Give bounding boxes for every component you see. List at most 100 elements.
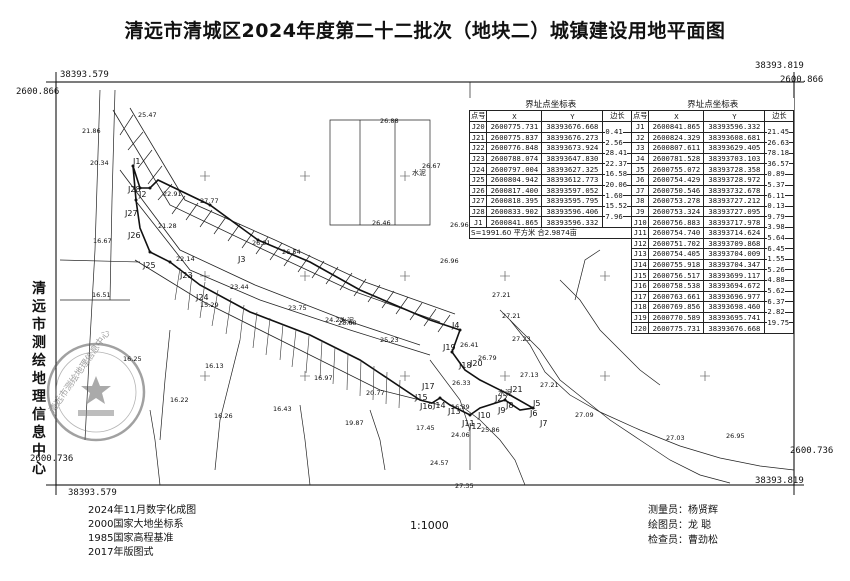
official-seal bbox=[46, 342, 146, 442]
elevation-label: 23.75 bbox=[288, 304, 307, 312]
edge-length: 0.41 bbox=[605, 127, 623, 136]
table-header: 点号 bbox=[630, 110, 650, 122]
edge-length-cell: 2.56 bbox=[602, 131, 633, 147]
elevation-label: 26.41 bbox=[460, 341, 479, 349]
elevation-label: 20.34 bbox=[90, 159, 109, 167]
edge-length: 78.18 bbox=[767, 148, 790, 158]
elevation-label: 26.88 bbox=[380, 117, 399, 125]
corner-left-x-bottom: 2600.736 bbox=[30, 454, 74, 464]
edge-length: 1.55 bbox=[767, 254, 785, 264]
y-coordinate-cell: 38393596.332 bbox=[541, 216, 604, 228]
edge-length-cell: 20.06 bbox=[602, 173, 633, 189]
x-coordinate-cell: 2600751.702 bbox=[648, 237, 705, 250]
edge-length-cell: 6.11 bbox=[764, 184, 795, 200]
table-header: Y bbox=[703, 110, 766, 122]
y-coordinate-cell: 38393647.830 bbox=[541, 152, 604, 165]
edge-length: 5.26 bbox=[767, 264, 785, 274]
x-coordinate-cell: 2600758.538 bbox=[648, 279, 705, 292]
elevation-label: 16.43 bbox=[273, 405, 292, 413]
edge-length-cell: 19.75 bbox=[764, 311, 795, 327]
elevation-label: 20.77 bbox=[366, 389, 385, 397]
edge-length-cell: 0.41 bbox=[602, 121, 633, 136]
elevation-label: 27.21 bbox=[492, 291, 511, 299]
y-coordinate-cell: 38393629.405 bbox=[703, 142, 766, 154]
edge-length: 16.58 bbox=[605, 169, 628, 179]
table-caption: 界址点坐标表 bbox=[525, 100, 577, 110]
table-header: 边长 bbox=[764, 110, 795, 122]
point-id-cell: J10 bbox=[630, 216, 650, 228]
elevation-label: 27.77 bbox=[200, 197, 219, 205]
edge-length: 0.13 bbox=[767, 201, 785, 211]
y-coordinate-cell: 38393704.009 bbox=[703, 248, 766, 260]
elevation-label: 23.44 bbox=[230, 283, 249, 291]
x-coordinate-cell: 2600755.918 bbox=[648, 258, 705, 271]
point-id-cell: J18 bbox=[630, 301, 650, 313]
elevation-label: 25.23 bbox=[380, 336, 399, 344]
y-coordinate-cell: 38393694.672 bbox=[703, 279, 766, 292]
edge-length: 2.82 bbox=[767, 307, 785, 317]
edge-length: 0.89 bbox=[767, 169, 785, 179]
edge-length-cell: 2.82 bbox=[764, 301, 795, 317]
point-id-cell: J8 bbox=[630, 195, 650, 207]
side-label: 清远市测绘地理信息中心 bbox=[32, 281, 46, 477]
hatch-strip bbox=[119, 114, 451, 333]
edge-length: 6.11 bbox=[767, 190, 785, 200]
elevation-label: 24.57 bbox=[430, 459, 449, 467]
elevation-label: 27.09 bbox=[575, 411, 594, 419]
edge-length: 2.56 bbox=[605, 137, 623, 147]
elevation-label: 26.46 bbox=[372, 219, 391, 227]
elevation-label: 21.86 bbox=[82, 127, 101, 135]
edge-length-cell: 0.89 bbox=[764, 163, 795, 179]
boundary-point-label: J21 bbox=[510, 385, 523, 394]
corner-top-left-y: 38393.579 bbox=[60, 70, 109, 80]
edge-length: 7.96 bbox=[605, 211, 623, 221]
edge-length-cell: 26.63 bbox=[764, 131, 795, 147]
elevation-label: 24.06 bbox=[451, 431, 470, 439]
x-coordinate-cell: 2600754.429 bbox=[648, 173, 705, 186]
edge-length: 26.63 bbox=[767, 137, 790, 147]
corner-top-right-y: 38393.819 bbox=[755, 61, 804, 71]
boundary-point-label: J26 bbox=[128, 231, 141, 240]
edge-length-cell: 28.41 bbox=[602, 142, 633, 158]
y-coordinate-cell: 38393608.681 bbox=[703, 131, 766, 144]
elevation-label: 27.21 bbox=[540, 381, 559, 389]
y-coordinate-cell: 38393676.668 bbox=[703, 322, 766, 334]
boundary-point-label: J11 bbox=[462, 419, 475, 428]
x-coordinate-cell: 2600750.546 bbox=[648, 184, 705, 197]
boundary-point-label: J6 bbox=[530, 409, 538, 418]
checker: 检查员：曹劲松 bbox=[648, 535, 718, 546]
elevation-label: 27.13 bbox=[520, 371, 539, 379]
point-id-cell: J16 bbox=[630, 279, 650, 292]
elevation-label: 26.33 bbox=[452, 379, 471, 387]
y-coordinate-cell: 38393612.773 bbox=[541, 173, 604, 186]
footer-date: 2024年11月数字化成图 bbox=[88, 505, 197, 516]
edge-length: 15.52 bbox=[605, 201, 628, 211]
boundary-points bbox=[131, 164, 535, 417]
footer-elevation-datum: 1985国家高程基准 bbox=[88, 533, 174, 544]
boundary-point-label: J13 bbox=[448, 407, 461, 416]
y-coordinate-cell: 38393727.095 bbox=[703, 205, 766, 218]
boundary-point-label: J27 bbox=[125, 209, 138, 218]
elevation-label: 19.87 bbox=[345, 419, 364, 427]
y-coordinate-cell: 38393627.325 bbox=[541, 163, 604, 175]
boundary-point-label: J25 bbox=[143, 261, 156, 270]
boundary-point-label: J16 bbox=[420, 402, 433, 411]
topo-features bbox=[59, 82, 795, 486]
x-coordinate-cell: 2600817.400 bbox=[486, 184, 543, 197]
point-id-cell: J11 bbox=[630, 226, 650, 239]
edge-length: 22.37 bbox=[605, 158, 628, 168]
boundary-point-label: J14 bbox=[433, 401, 446, 410]
boundary-point-label: J12 bbox=[469, 422, 482, 431]
point-id-cell: J5 bbox=[630, 163, 650, 175]
elevation-label: 27.23 bbox=[512, 335, 531, 343]
x-coordinate-cell: 2600754.740 bbox=[648, 226, 705, 239]
point-id-cell: J4 bbox=[630, 152, 650, 165]
